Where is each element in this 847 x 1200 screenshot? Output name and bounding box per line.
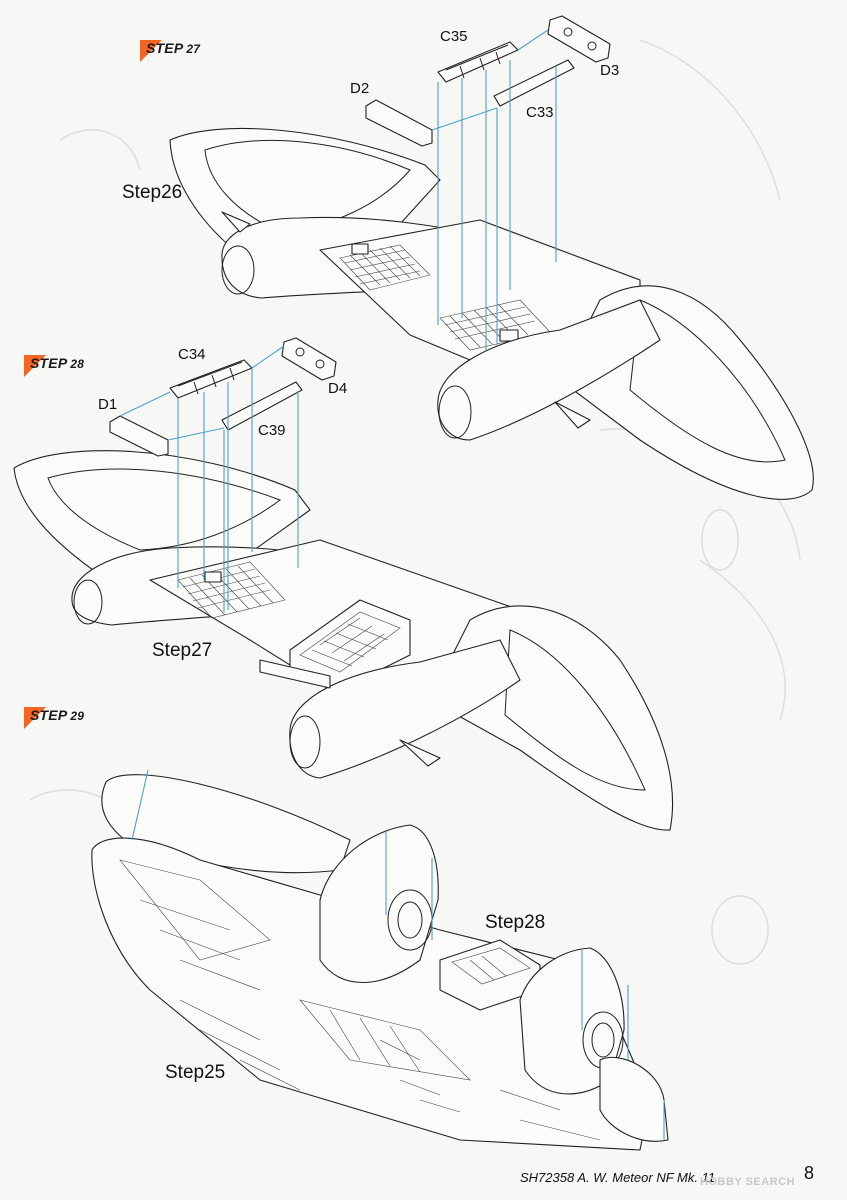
part-c33-shape [493, 59, 575, 107]
reference-label-step28: Step28 [485, 912, 546, 933]
hobby-search-watermark: HOBBY SEARCH [700, 1176, 796, 1188]
part-c35-shape [437, 41, 519, 83]
step-badge-28-flag [24, 355, 46, 377]
reference-label-step26: Step26 [122, 182, 183, 203]
step29-right-nacelle [519, 947, 625, 1095]
part-label-c34: C34 [178, 346, 206, 363]
step27-arrows [431, 29, 557, 350]
part-label-d1: D1 [98, 396, 118, 413]
part-d2-shape [365, 99, 433, 147]
step-badge-27-flag [140, 40, 162, 62]
reference-label-step27: Step27 [152, 640, 213, 661]
step27-drawing [169, 15, 814, 500]
part-label-c35: C35 [440, 28, 468, 45]
step29-right-wing [599, 1056, 669, 1142]
part-c34-shape [169, 359, 253, 399]
part-label-c33: C33 [526, 104, 554, 121]
reference-label-step25: Step25 [165, 1062, 226, 1083]
part-label-c39: C39 [258, 422, 286, 439]
step29-left-nacelle [319, 824, 439, 984]
page-number: 8 [804, 1163, 815, 1183]
part-d4-shape [281, 337, 337, 381]
part-c39-shape [221, 381, 303, 431]
step29-arrows [131, 769, 665, 1140]
part-d3-shape [547, 15, 611, 63]
part-label-d3: D3 [600, 62, 620, 79]
step-badge-29-flag [24, 707, 46, 729]
part-d1-shape [109, 415, 169, 457]
step27-right-nacelle [437, 299, 661, 441]
step29-drawing [91, 769, 669, 1151]
step28-drawing [13, 337, 674, 831]
step28-right-wing [429, 605, 674, 831]
part-label-d2: D2 [350, 80, 370, 97]
step28-right-nacelle [289, 639, 521, 779]
footer-title: SH72358 A. W. Meteor NF Mk. 11 [520, 1170, 716, 1185]
part-label-d4: D4 [328, 380, 348, 397]
step28-arrows [119, 345, 299, 612]
